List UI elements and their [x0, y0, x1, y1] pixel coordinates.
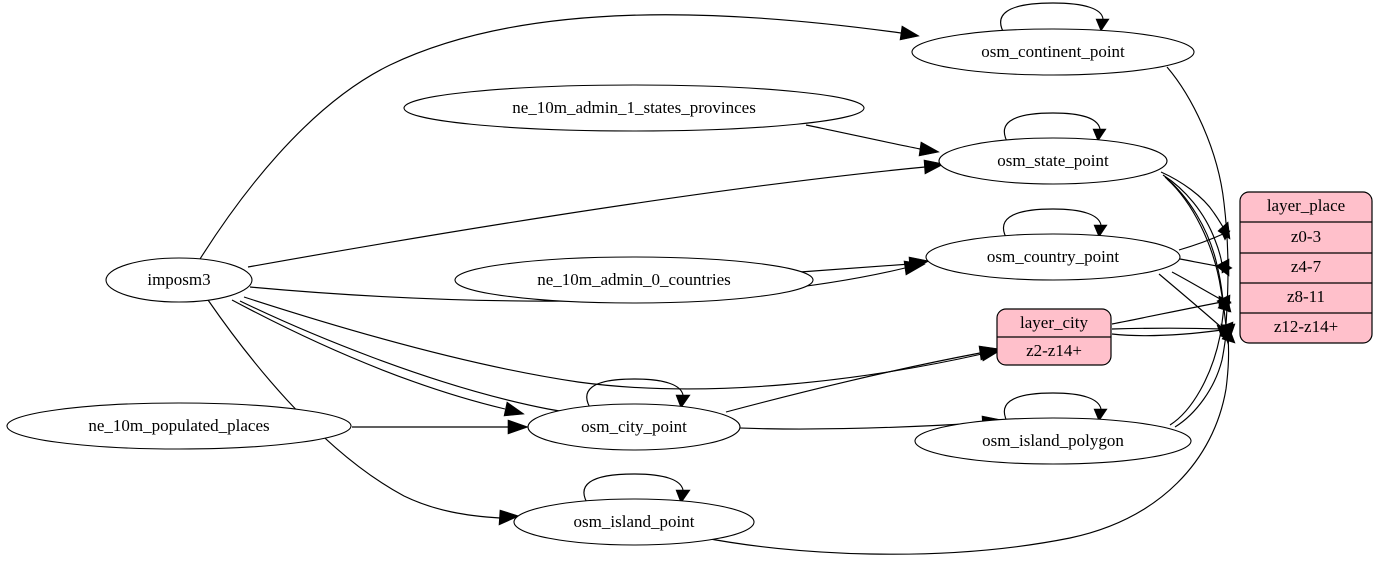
edge-self-osm_country_point — [1002, 208, 1102, 242]
arrowhead-icon — [1219, 228, 1231, 241]
node-osm_country_point[interactable]: osm_country_point — [925, 233, 1181, 281]
arrowhead-icon — [923, 159, 945, 175]
edge-imposm3-to-osm_island_polygon — [239, 300, 983, 430]
arrowhead-icon — [1092, 128, 1107, 142]
edge-imposm3-to-osm_state_point — [247, 166, 926, 268]
edge-osm_city_point-to-layer_city — [725, 352, 981, 413]
arrowhead-icon — [507, 419, 529, 435]
record-node-layer_city[interactable]: layer_city z2-z14+ — [996, 308, 1112, 366]
edge-osm_state_point-to-layer_place-z8_11 — [1164, 176, 1224, 301]
arrowhead-icon — [1217, 295, 1232, 313]
node-osm_island_polygon[interactable]: osm_island_polygon — [914, 417, 1192, 465]
arrowhead-icon — [899, 25, 920, 41]
arrowhead-icon — [1093, 408, 1108, 422]
edge-imposm3-to-osm_city_point — [231, 299, 506, 410]
node-ne_10m_admin_0_countries[interactable]: ne_10m_admin_0_countries — [454, 256, 814, 304]
edge-self-osm_state_point — [1003, 112, 1101, 146]
edge-osm_country_point-to-layer_place-z8_11 — [1171, 271, 1223, 301]
node-imposm3[interactable]: imposm3 — [105, 257, 253, 303]
node-osm_state_point[interactable]: osm_state_point — [938, 137, 1168, 185]
edge-self-osm_island_polygon — [1003, 392, 1102, 426]
node-ne_10m_admin_1_states_provinces[interactable]: ne_10m_admin_1_states_provinces — [403, 84, 865, 132]
edge-self-osm_island_point — [583, 473, 684, 507]
arrowhead-icon — [503, 401, 525, 417]
node-ne_10m_populated_places[interactable]: ne_10m_populated_places — [6, 402, 352, 450]
arrowhead-icon — [918, 141, 940, 157]
record-node-layer_place[interactable]: layer_place z0-3 z4-7 z8-11 z12-z14+ — [1239, 191, 1373, 344]
node-osm_island_point[interactable]: osm_island_point — [513, 498, 755, 546]
edge-ne_10m_admin_0_countries-to-osm_country_point — [799, 263, 911, 273]
edge-imposm3-to-osm_country_point — [249, 267, 906, 302]
edge-osm_state_point-to-layer_place-z0_3 — [1160, 171, 1224, 228]
edge-layer_city-to-layer_place-z8_11 — [1111, 301, 1223, 325]
arrowhead-icon — [1095, 18, 1110, 32]
arrowhead-icon — [1093, 224, 1108, 238]
edge-osm_island_point-to-layer_place-z12 — [699, 337, 1230, 555]
edge-imposm3-to-layer_city — [243, 296, 983, 390]
edge-osm_state_point-to-layer_place-z12 — [1166, 178, 1227, 327]
edge-osm_country_point-to-layer_place-z12 — [1158, 273, 1222, 328]
edge-imposm3-to-osm_continent_point — [199, 14, 902, 260]
arrowhead-icon — [978, 345, 1001, 361]
edge-osm_state_point-to-layer_place-z4_7 — [1162, 174, 1223, 265]
edge-imposm3-to-osm_island_point — [207, 299, 501, 519]
arrowhead-icon — [675, 394, 691, 409]
edge-layer — [199, 2, 1236, 555]
edge-osm_country_point-to-layer_place-z0_3 — [1178, 233, 1224, 251]
node-layer: imposm3 ne_10m_populated_places ne_10m_a… — [6, 28, 1195, 546]
edge-self-osm_city_point — [586, 378, 684, 412]
arrowhead-icon — [1221, 326, 1236, 344]
edge-osm_country_point-to-layer_place-z4_7 — [1179, 258, 1224, 268]
edge-osm_island_polygon-to-layer_place-z8_11 — [1169, 305, 1225, 426]
node-osm_continent_point[interactable]: osm_continent_point — [911, 28, 1195, 76]
node-osm_city_point[interactable]: osm_city_point — [527, 403, 741, 451]
edge-osm_island_polygon-to-layer_place-z12 — [1174, 334, 1227, 428]
arrowhead-icon — [498, 509, 520, 526]
edge-self-osm_continent_point — [1000, 2, 1104, 36]
edge-osm_continent_point-to-layer_place-z12 — [1166, 66, 1229, 326]
edge-layer_city-to-layer_place-extra — [1111, 329, 1223, 337]
arrowhead-icon — [908, 256, 930, 272]
arrowhead-icon — [675, 489, 691, 504]
arrowhead-icon — [1221, 261, 1233, 274]
edge-ne_10m_admin_1_states_provinces-to-osm_state_point — [805, 124, 921, 150]
edge-layer_city-to-layer_place-z12 — [1111, 327, 1223, 330]
